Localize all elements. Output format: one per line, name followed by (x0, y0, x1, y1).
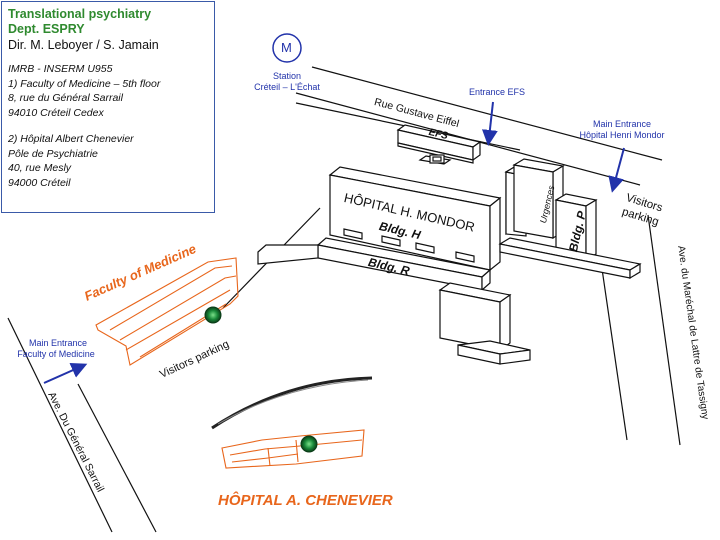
metro-icon[interactable] (272, 33, 302, 63)
directors: Dir. M. Leboyer / S. Jamain (8, 38, 159, 52)
site2-line4: 94000 Créteil (8, 176, 71, 189)
building-faculty (95, 257, 239, 366)
lab-name: IMRB - INSERM U955 (8, 63, 113, 75)
building-p (498, 158, 642, 280)
building-mondor (328, 154, 502, 272)
entrance-efs-label: Entrance EFS (468, 87, 526, 97)
building-chenevier (221, 429, 365, 469)
dept-name: Dept. ESPRY (8, 22, 85, 36)
info-box: Translational psychiatry Dept. ESPRY Dir… (1, 1, 215, 213)
label-chenevier: HÔPITAL A. CHENEVIER (218, 492, 393, 509)
entrance-faculty-label-1: Main Entrance (28, 338, 88, 348)
building-r (257, 237, 492, 292)
metro-label-1: Station (272, 71, 302, 81)
entrance-arrows (43, 101, 625, 384)
metro-label-2: Créteil – L'Échat (254, 82, 320, 92)
route-arc-shadow (217, 379, 369, 425)
building-efs (396, 124, 482, 164)
dept-title: Translational psychiatry (8, 7, 152, 21)
metro-symbol: M (281, 40, 292, 55)
site1-line2: 8, rue du Général Sarrail (8, 92, 123, 104)
marker-faculty[interactable] (204, 306, 222, 324)
site1-line3: 94010 Créteil Cedex (8, 106, 104, 119)
site2-line3: 40, rue Mesly (8, 162, 72, 174)
site2-line2: Pôle de Psychiatrie (8, 147, 98, 160)
entrance-mondor-label-1: Main Entrance (592, 119, 652, 129)
entrance-faculty-label-2: Faculty of Medicine (17, 349, 95, 359)
entrance-mondor-label-2: Hôpital Henri Mondor (579, 130, 665, 140)
marker-chenevier[interactable] (300, 435, 318, 453)
route-arc (211, 376, 373, 430)
building-south-wing (438, 282, 531, 365)
site2-line1: 2) Hôpital Albert Chenevier (8, 133, 134, 145)
site1-line1: 1) Faculty of Medicine – 5th floor (8, 77, 161, 90)
